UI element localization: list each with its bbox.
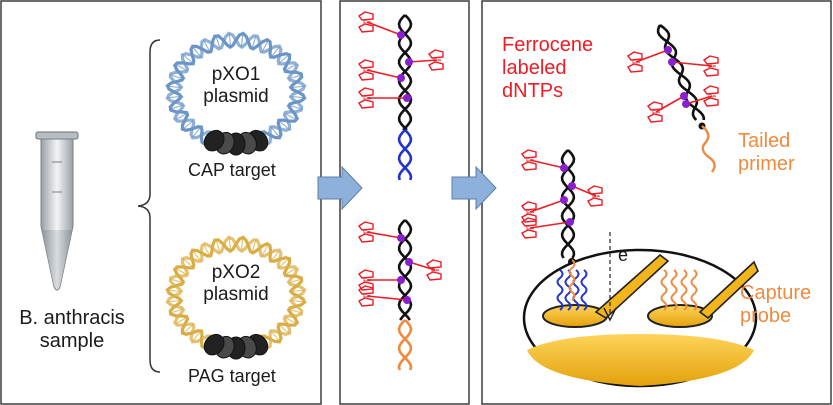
svg-text:Fe: Fe	[632, 60, 640, 67]
linker-node	[397, 74, 405, 82]
tailed-primer-line2: primer	[738, 153, 795, 175]
arrow-right-1	[317, 165, 363, 211]
pxo2-target-region	[203, 333, 269, 360]
svg-text:Fe: Fe	[526, 210, 534, 217]
pxo1-plasmid	[165, 31, 307, 156]
ferrocene-label-line2: labeled	[502, 57, 567, 79]
tailed-primer-label: Tailed primer	[738, 130, 795, 176]
capture-probe-line2: probe	[740, 305, 792, 327]
svg-text:Fe: Fe	[431, 268, 439, 275]
pxo2-label-line2: plasmid	[203, 283, 269, 305]
ferrocene-group: Fe	[702, 85, 719, 107]
capture-probe-label: Capture probe	[740, 282, 811, 328]
probe-strand	[580, 269, 588, 311]
linker-node	[405, 58, 413, 66]
ferrocene-label: Ferrocene labeled dNTPs	[502, 34, 593, 103]
sample-label-line1: B. anthracis	[19, 307, 125, 329]
linker-node	[560, 196, 568, 204]
svg-text:Fe: Fe	[363, 294, 371, 301]
pxo1-strand-b	[165, 31, 307, 153]
pxo1-label-line1: pXO1	[211, 64, 261, 85]
svg-text:Fe: Fe	[363, 278, 371, 285]
ferrocene-group: Fe	[357, 87, 374, 109]
linker-node	[566, 218, 574, 226]
ferrocene-group: Fe	[586, 185, 603, 207]
electron-charge: -	[628, 243, 633, 257]
linker-node	[397, 234, 405, 242]
sample-tube	[35, 131, 79, 291]
electron-label: e-	[618, 243, 633, 266]
probe-strand	[556, 269, 564, 311]
ferrocene-group: Fe	[425, 259, 442, 281]
svg-text:Fe: Fe	[363, 230, 371, 237]
sample-label: B. anthracis sample	[8, 307, 136, 353]
tailed-primer-line1: Tailed	[738, 130, 791, 152]
arrow-right-2	[451, 165, 497, 211]
electrode-scene	[522, 232, 759, 388]
pxo1-target-region	[203, 129, 269, 156]
ferrocene-group: Fe	[702, 55, 719, 77]
svg-text:Fe: Fe	[433, 58, 441, 65]
svg-text:Fe: Fe	[363, 96, 371, 103]
panel-middle-frame	[339, 0, 470, 405]
capture-probe-line1: Capture	[740, 282, 812, 304]
linker-node	[668, 58, 676, 66]
ferrocene-group: Fe	[646, 101, 663, 123]
linker-node	[664, 46, 672, 54]
ferrocene-group: Fe	[520, 149, 537, 171]
linker-node	[403, 296, 411, 304]
linker-node	[682, 100, 690, 108]
probe-strand	[572, 269, 580, 311]
svg-text:Fe: Fe	[526, 226, 534, 233]
pxo1-label-line2: plasmid	[203, 85, 269, 107]
ferrocene-group: Fe	[520, 217, 537, 239]
probe-strand	[690, 269, 698, 311]
linker-node	[680, 92, 688, 100]
pxo1-label: pXO1 plasmid	[196, 64, 276, 108]
linker-node	[560, 164, 568, 172]
svg-text:Fe: Fe	[363, 20, 371, 27]
linker-node	[405, 258, 413, 266]
probe-strand	[568, 259, 576, 301]
svg-text:Fe: Fe	[363, 68, 371, 75]
pxo2-label-line1: pXO2	[211, 262, 261, 283]
pxo2-plasmid	[165, 235, 307, 360]
svg-text:Fe: Fe	[708, 64, 716, 71]
ferrocene-group: Fe	[357, 59, 374, 81]
svg-text:Fe: Fe	[526, 158, 534, 165]
pxo2-label: pXO2 plasmid	[196, 262, 276, 306]
linker-node	[397, 31, 405, 39]
ferrocene-group: Fe	[357, 285, 374, 307]
linker-node	[397, 276, 405, 284]
ferrocene-group: Fe	[427, 49, 444, 71]
probe-strand	[660, 269, 668, 311]
probe-strand	[670, 269, 678, 311]
probe-strand	[680, 269, 688, 311]
svg-text:Fe: Fe	[592, 194, 600, 201]
linker-node	[403, 94, 411, 102]
svg-text:Fe: Fe	[652, 110, 660, 117]
capture-probes	[556, 259, 698, 311]
cap-target-label: CAP target	[188, 160, 276, 180]
pxo2-strand-b	[165, 235, 307, 357]
ferrocene-group: Fe	[357, 11, 374, 33]
ferrocene-label-line3: dNTPs	[502, 80, 564, 102]
sample-label-line2: sample	[39, 330, 105, 352]
electron-symbol: e	[618, 245, 629, 265]
svg-text:Fe: Fe	[708, 94, 716, 101]
ferrocene-label-line1: Ferrocene	[502, 34, 594, 56]
pag-target-label: PAG target	[188, 366, 276, 386]
linker-node	[568, 182, 576, 190]
ferrocene-group: Fe	[357, 221, 374, 243]
curly-brace	[137, 39, 161, 373]
ferrocene-group: Fe	[626, 51, 643, 73]
panel-left-frame	[0, 0, 322, 405]
